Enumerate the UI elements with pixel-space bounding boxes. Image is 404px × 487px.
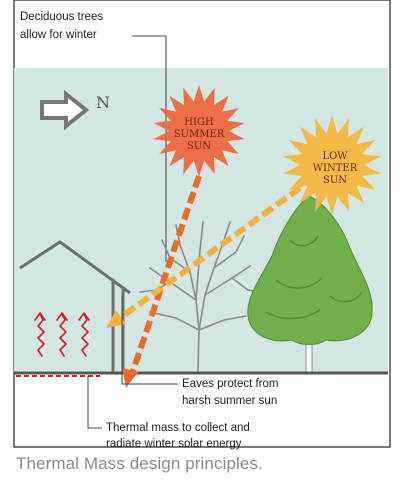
deciduous-label-line2: allow for winter xyxy=(20,29,97,41)
winter-sun-ray-arrow xyxy=(106,185,302,328)
low-sun-label-1: LOW xyxy=(322,151,348,162)
north-label: N xyxy=(96,93,110,112)
high-sun-label-2: SUMMER xyxy=(173,129,225,140)
eaves-leader-line xyxy=(121,296,178,385)
evergreen-tree-icon xyxy=(247,195,373,375)
high-sun-label-1: HIGH xyxy=(184,117,214,128)
thermal-label-line2: radiate winter solar energy xyxy=(106,438,242,450)
low-winter-sun-icon xyxy=(282,115,382,215)
high-summer-sun-icon xyxy=(153,85,245,177)
deciduous-label-line1: Deciduous trees xyxy=(20,11,104,23)
north-arrow-icon xyxy=(40,89,90,131)
thermal-label-line1: Thermal mass to collect and xyxy=(106,422,250,434)
figure-caption: Thermal Mass design principles. xyxy=(16,454,263,473)
low-sun-label-3: SUN xyxy=(322,175,348,186)
low-sun-label-2: WINTER xyxy=(312,163,358,174)
eaves-label-line2: harsh summer sun xyxy=(182,395,278,407)
heat-radiation-arrows xyxy=(34,312,90,357)
thermal-mass-leader-line xyxy=(87,376,102,429)
deciduous-leader-line xyxy=(132,35,167,262)
eaves-label-line1: Eaves protect from xyxy=(182,378,279,390)
high-sun-label-3: SUN xyxy=(186,141,212,152)
summer-sun-ray-arrow xyxy=(122,175,202,388)
house-icon xyxy=(19,240,131,372)
